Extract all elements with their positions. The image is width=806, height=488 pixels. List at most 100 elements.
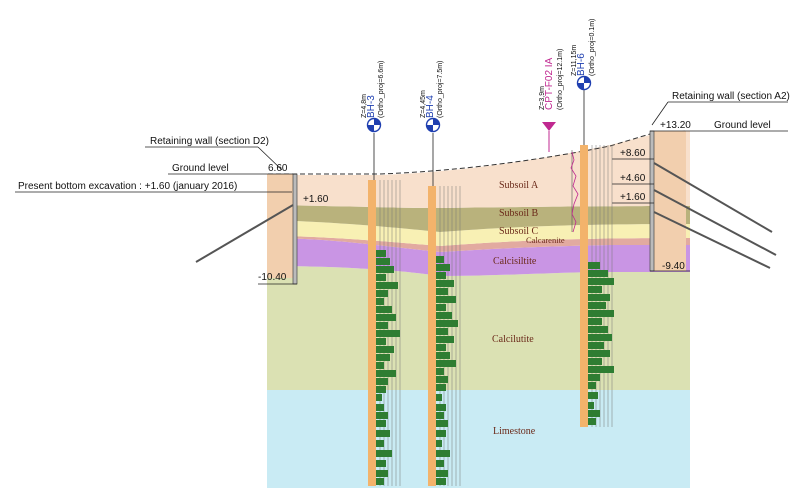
- spt-bar: [376, 440, 384, 447]
- spt-bar: [588, 278, 614, 285]
- wall-pile-left: [292, 173, 298, 285]
- spt-bar: [436, 460, 444, 467]
- borehole-note: (Ortho_proj=0.1m): [589, 19, 596, 76]
- anchor-right-3: [653, 211, 771, 269]
- top-level-left: 6.60: [268, 163, 288, 174]
- spt-bar: [376, 460, 386, 467]
- borehole-name: BH-4: [425, 95, 436, 118]
- anchor-level-right-1: +8.60: [620, 148, 646, 159]
- spt-bar: [436, 256, 444, 263]
- spt-bar: [436, 352, 450, 359]
- cpt-z-label: Z=3,9m: [539, 86, 546, 110]
- spt-bar: [436, 320, 458, 327]
- spt-bar: [376, 420, 386, 427]
- spt-bar: [436, 420, 448, 427]
- spt-bar: [376, 282, 398, 289]
- spt-bar: [436, 288, 448, 295]
- layer-label-calcarenite: Calcarenite: [526, 235, 565, 245]
- spt-bar: [376, 330, 400, 337]
- borehole-symbol-icon: [366, 117, 382, 133]
- wall-title-right: Retaining wall (section A2): [672, 91, 790, 102]
- layer-label-subsoil-a: Subsoil A: [499, 180, 539, 191]
- spt-bar: [376, 362, 384, 369]
- spt-bar: [376, 404, 384, 411]
- spt-bar: [588, 374, 600, 381]
- spt-bar: [588, 294, 610, 301]
- borehole-bh6: BH-6 Z=11,15m (Ortho_proj=0.1m): [571, 19, 614, 427]
- anchor-left: [195, 204, 294, 263]
- spt-bar: [436, 384, 446, 391]
- spt-bar: [588, 318, 602, 325]
- spt-bar: [376, 250, 386, 257]
- ground-surface-line: [268, 130, 689, 175]
- spt-bar: [436, 478, 446, 485]
- layer-calcilutite: [267, 266, 690, 390]
- borehole-bh3: BH-3 Z=4,8m (Ortho_proj=6.6m): [361, 61, 401, 486]
- bottom-level-left: -10.40: [258, 272, 287, 283]
- spt-bar: [436, 360, 456, 367]
- spt-bar: [588, 342, 604, 349]
- spt-bar: [588, 270, 608, 277]
- cpt-trace: [570, 151, 579, 233]
- top-level-right: +13.20: [660, 120, 691, 131]
- spt-bar: [436, 394, 442, 401]
- excavation-note: Present bottom excavation : +1.60 (janua…: [18, 181, 237, 192]
- spt-bar: [376, 378, 388, 385]
- anchor-right-2: [653, 189, 777, 256]
- spt-bar: [588, 262, 600, 269]
- spt-bar: [376, 346, 394, 353]
- borehole-note: (Ortho_proj=6.6m): [378, 61, 385, 118]
- spt-bar: [376, 322, 388, 329]
- strata: [267, 131, 690, 488]
- cpt-f02: CPT-F02 IA Z=3,9m (Ortho_proj=12.1m): [539, 49, 579, 233]
- spt-bar: [376, 394, 382, 401]
- spt-bar: [436, 404, 446, 411]
- bottom-level-right: -9.40: [662, 261, 685, 272]
- spt-bar: [436, 304, 446, 311]
- spt-bar: [588, 402, 594, 409]
- spt-bar: [588, 310, 614, 317]
- layer-label-calcisiltite: Calcisiltite: [493, 256, 537, 267]
- spt-bar: [436, 280, 454, 287]
- wall-title-pointer-right: [651, 101, 669, 126]
- borehole-column: [428, 186, 436, 486]
- wall-title-pointer-left: [257, 146, 283, 171]
- spt-bars-bh6: [588, 262, 614, 425]
- spt-bar: [376, 430, 390, 437]
- retaining-wall-left: [15, 146, 298, 285]
- spt-bar: [588, 366, 614, 373]
- spt-bar: [436, 272, 446, 279]
- spt-bar: [376, 386, 386, 393]
- borehole-symbol-icon: [425, 117, 441, 133]
- spt-bar: [376, 258, 390, 265]
- spt-bar: [588, 382, 596, 389]
- borehole-column: [580, 145, 588, 427]
- spt-bar: [436, 336, 454, 343]
- layer-label-subsoil-c: Subsoil C: [499, 226, 539, 237]
- spt-bar: [376, 478, 384, 485]
- cpt-note: (Ortho_proj=12.1m): [557, 49, 564, 110]
- borehole-note: (Ortho_proj=7.5m): [437, 61, 444, 118]
- layer-label-subsoil-b: Subsoil B: [499, 208, 539, 219]
- spt-bar: [436, 264, 450, 271]
- borehole-bh4: BH-4 Z=4,45m (Ortho_proj=7.5m): [420, 61, 461, 486]
- spt-bar: [436, 412, 444, 419]
- ground-level-label-right: Ground level: [714, 120, 771, 131]
- layer-limestone: [267, 390, 690, 488]
- spt-bar: [376, 274, 386, 281]
- spt-bar: [376, 306, 392, 313]
- spt-bar: [588, 392, 598, 399]
- spt-bar: [588, 410, 600, 417]
- layer-label-calcilutite: Calcilutite: [492, 334, 534, 345]
- retaining-wall-right: [612, 101, 788, 272]
- spt-bar: [436, 344, 446, 351]
- spt-bar: [376, 412, 388, 419]
- spt-bar: [588, 350, 610, 357]
- cpt-name: CPT-F02 IA: [544, 57, 555, 110]
- borehole-z-label: Z=4,8m: [361, 94, 368, 118]
- spt-bar: [588, 302, 606, 309]
- anchor-level-right-3: +1.60: [620, 192, 646, 203]
- anchor-level-left: +1.60: [303, 194, 329, 205]
- spt-bar: [436, 312, 452, 319]
